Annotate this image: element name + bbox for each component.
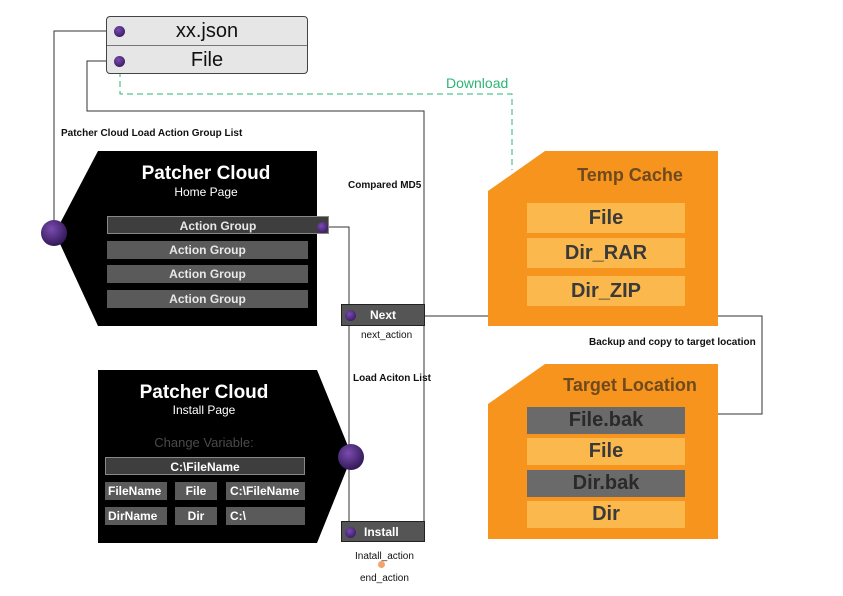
install-node-dot — [345, 527, 356, 538]
action-group-node-dot — [317, 222, 328, 233]
next-button[interactable]: Next — [341, 304, 425, 326]
action-group-item[interactable]: Action Group — [107, 290, 308, 308]
target-location-item: Dir — [527, 501, 685, 528]
home-page-subtitle: Home Page — [174, 185, 238, 199]
variable-name-cell[interactable]: FileName — [105, 482, 167, 500]
next-action-label: next_action — [361, 330, 413, 341]
target-location-item: File — [527, 438, 685, 465]
path-field[interactable]: C:\FileName — [105, 457, 305, 475]
action-group-item[interactable]: Action Group — [107, 216, 329, 234]
load-action-group-list-label: Patcher Cloud Load Action Group List — [61, 128, 243, 139]
action-group-item[interactable]: Action Group — [107, 265, 308, 283]
compared-md5-label: Compared MD5 — [348, 180, 422, 191]
line-json-to-home — [53, 30, 120, 233]
change-variable-label: Change Variable: — [154, 435, 254, 450]
temp-cache-item: File — [527, 203, 685, 233]
install-page-subtitle: Install Page — [172, 403, 236, 417]
home-page-node — [41, 220, 67, 246]
line-download — [119, 61, 513, 170]
home-page-title: Patcher Cloud — [141, 163, 271, 184]
json-file-entry: File — [190, 49, 224, 71]
line-cache-to-target — [718, 315, 763, 415]
load-action-list-label: Load Aciton List — [353, 373, 431, 384]
variable-path-cell[interactable]: C:\FileName — [226, 482, 305, 500]
install-page-title: Patcher Cloud — [139, 382, 269, 403]
json-file-box: xx.json File — [106, 16, 308, 74]
target-location-item: File.bak — [527, 407, 685, 434]
end-action-label: end_action — [360, 573, 409, 584]
download-label: Download — [446, 75, 509, 91]
json-node-dot — [114, 26, 125, 37]
install-button-label: Install — [364, 525, 399, 539]
install-button[interactable]: Install — [341, 521, 425, 542]
install-action-label: Inatall_action — [355, 551, 414, 562]
end-action-marker — [378, 561, 385, 568]
variable-path-cell[interactable]: C:\ — [226, 507, 305, 525]
next-button-label: Next — [369, 308, 396, 322]
temp-cache-item: Dir_RAR — [527, 238, 685, 268]
variable-type-cell[interactable]: File — [175, 482, 217, 500]
line-actiongroup-to-next — [322, 226, 350, 305]
temp-cache-item: Dir_ZIP — [527, 276, 685, 306]
action-group-item[interactable]: Action Group — [107, 241, 308, 259]
target-location-title: Target Location — [563, 375, 697, 395]
variable-name-cell[interactable]: DirName — [105, 507, 167, 525]
next-node-dot — [345, 310, 356, 321]
temp-cache-title: Temp Cache — [577, 165, 683, 185]
target-location-item: Dir.bak — [527, 470, 685, 497]
variable-type-cell[interactable]: Dir — [175, 507, 217, 525]
line-file-to-md5 — [86, 60, 425, 305]
file-node-dot — [114, 56, 125, 67]
line-install-to-cache — [423, 315, 488, 531]
json-filename: xx.json — [107, 17, 307, 46]
backup-copy-label: Backup and copy to target location — [589, 337, 756, 348]
install-page-node — [338, 444, 364, 470]
